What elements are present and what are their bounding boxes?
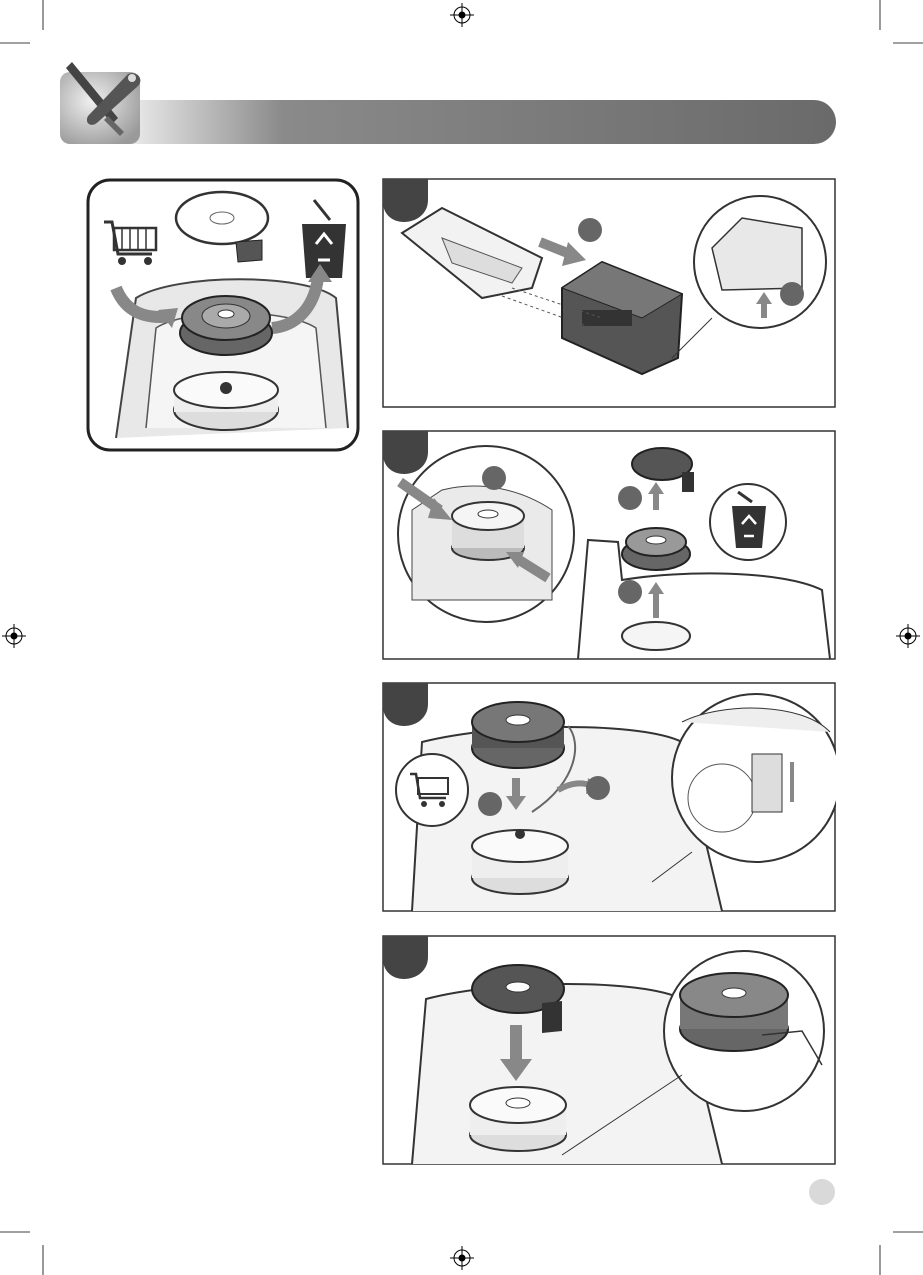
callout-marker [578,218,602,242]
header-banner [58,58,840,148]
spool-icon [180,296,272,355]
step-panel-1 [382,178,836,408]
step-panel-4 [382,935,836,1165]
step-panel-3 [382,682,836,912]
page-number-badge [808,1178,836,1206]
tools-icon [60,62,140,144]
callout-marker [586,776,610,800]
crosshair-icon [2,624,26,648]
step-panel-2 [382,430,836,660]
crosshair-icon [450,3,474,27]
callout-marker [478,792,502,816]
callout-marker [618,486,642,510]
crosshair-icon [896,624,920,648]
callout-marker [618,580,642,604]
spool-icon [472,702,564,768]
step-marker [383,431,428,474]
crosshair-icon [450,1246,474,1270]
spool-icon [470,1087,566,1151]
callout-marker [482,466,506,490]
spool-icon [452,502,524,560]
overview-panel [86,178,360,452]
callout-marker [780,282,804,306]
step-marker [383,683,428,726]
step-marker [383,936,428,979]
step-marker [383,179,428,222]
